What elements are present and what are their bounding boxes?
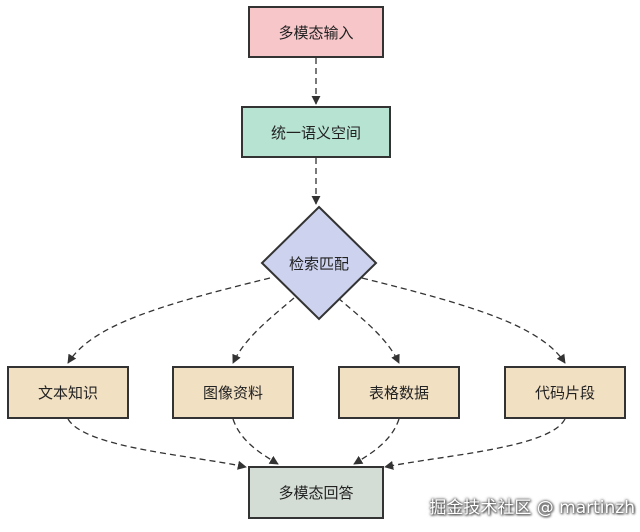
edge-table-data-to-answer bbox=[353, 418, 400, 465]
unified-semantic-space-node: 统一语义空间 bbox=[241, 106, 391, 158]
edge-retrieval-to-text-knowledge bbox=[67, 277, 271, 364]
retrieval-matching-label: 检索匹配 bbox=[288, 254, 349, 273]
unified-semantic-space-label: 统一语义空间 bbox=[270, 123, 361, 142]
edge-code-snippet-to-answer bbox=[384, 418, 566, 470]
watermark-text: 掘金技术社区 @ martinzh bbox=[429, 497, 635, 518]
retrieval-diamond bbox=[260, 205, 378, 321]
edge-image-data-to-answer bbox=[232, 418, 279, 465]
text-knowledge-label: 文本知识 bbox=[37, 384, 98, 402]
edge-retrieval-to-code-snippet bbox=[361, 277, 566, 364]
table-data-label: 表格数据 bbox=[368, 384, 429, 402]
multimodal-answer-label: 多模态回答 bbox=[278, 484, 354, 502]
table-data-node: 表格数据 bbox=[338, 366, 460, 419]
image-data-node: 图像资料 bbox=[172, 366, 294, 419]
text-knowledge-node: 文本知识 bbox=[7, 366, 129, 419]
image-data-label: 图像资料 bbox=[202, 384, 263, 402]
multimodal-input-node: 多模态输入 bbox=[248, 6, 384, 58]
multimodal-answer-node: 多模态回答 bbox=[248, 466, 384, 519]
code-snippet-label: 代码片段 bbox=[534, 384, 595, 402]
edge-text-knowledge-to-answer bbox=[67, 418, 247, 470]
code-snippet-node: 代码片段 bbox=[504, 366, 626, 419]
retrieval-matching-label-wrap: 检索匹配 bbox=[260, 249, 378, 277]
multimodal-input-label: 多模态输入 bbox=[278, 23, 354, 42]
edge-retrieval-to-image-data bbox=[232, 297, 295, 364]
edge-retrieval-to-table-data bbox=[337, 297, 400, 364]
